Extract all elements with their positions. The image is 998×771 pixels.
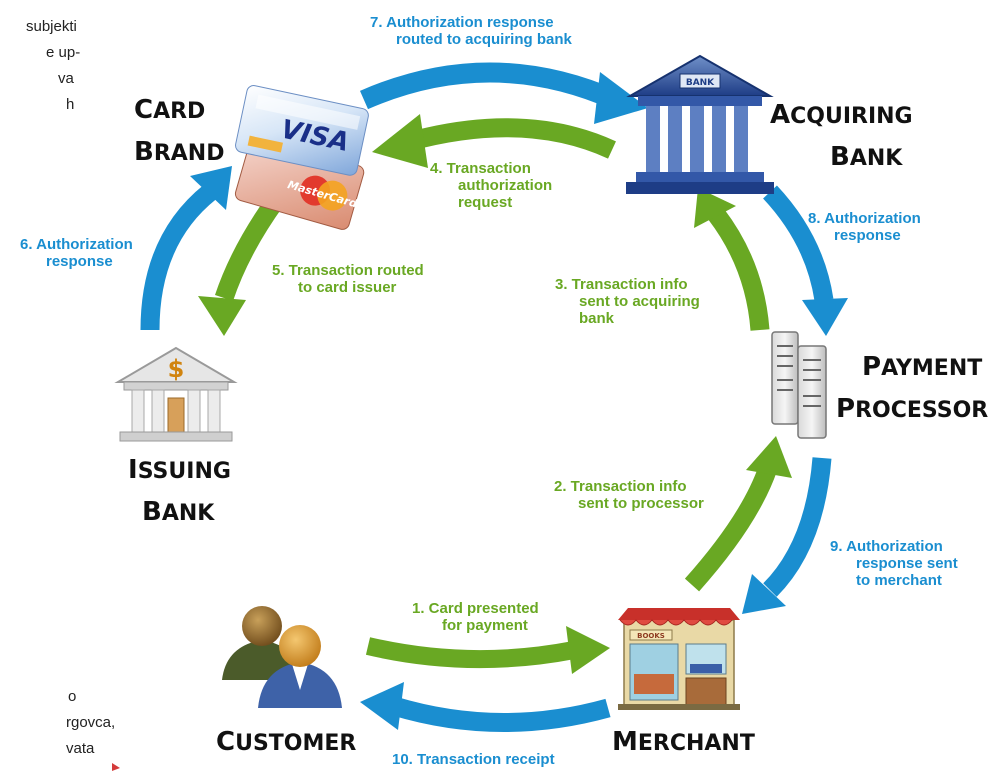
step-3-label: 3. Transaction info sent to acquiring ba… <box>555 276 700 327</box>
acquiring-bank-label: ACQUIRING BANK <box>770 100 913 172</box>
step-1-label: 1. Card presented for payment <box>412 600 539 634</box>
customer-label: CUSTOMER <box>216 727 357 757</box>
step-10-label: 10. Transaction receipt <box>392 751 555 768</box>
credit-cards-icon: MasterCard VISA <box>234 85 369 230</box>
step-9-label: 9. Authorization response sent to mercha… <box>830 538 958 589</box>
arrow-step-1 <box>365 626 610 674</box>
clipped-text-top-left: subjekti e up- va h <box>26 18 81 113</box>
arrow-step-8 <box>763 185 848 336</box>
arrow-step-4 <box>372 114 616 168</box>
step-4-label: 4. Transaction authorization request <box>430 160 553 211</box>
clipped-text-bottom-left: o rgovca, vata <box>66 688 116 757</box>
svg-text:$: $ <box>168 355 185 383</box>
arrow-step-7 <box>360 62 648 124</box>
step-8-label: 8. Authorization response <box>808 210 921 244</box>
issuing-bank-icon: $ <box>114 346 238 442</box>
arrow-step-3 <box>694 188 770 331</box>
arrow-step-9 <box>742 457 832 614</box>
step-6-label: 6. Authorization response <box>20 236 133 270</box>
step-5-label: 5. Transaction routed to card issuer <box>272 262 424 296</box>
step-2-label: 2. Transaction info sent to processor <box>554 478 704 512</box>
merchant-label: MERCHANT <box>612 727 755 757</box>
issuing-bank-label: ISSUING BANK <box>128 455 231 527</box>
server-icon <box>771 331 827 439</box>
arrow-step-10 <box>360 682 611 732</box>
card-brand-label: CARD BRAND <box>134 95 225 167</box>
bank-sign-text: BANK <box>686 78 715 88</box>
arrow-step-2 <box>684 436 792 592</box>
arrow-step-6 <box>140 166 232 331</box>
customer-people-icon <box>222 606 342 708</box>
arrow-step-5 <box>198 194 284 336</box>
step-7-label: 7. Authorization response routed to acqu… <box>370 14 572 48</box>
payment-processor-label: PAYMENT PROCESSOR <box>836 352 989 424</box>
acquiring-bank-icon: BANK <box>626 54 774 194</box>
partial-mark-icon <box>112 763 120 771</box>
shop-sign-text: BOOKS <box>637 632 665 640</box>
merchant-shop-icon: BOOKS <box>618 608 740 710</box>
